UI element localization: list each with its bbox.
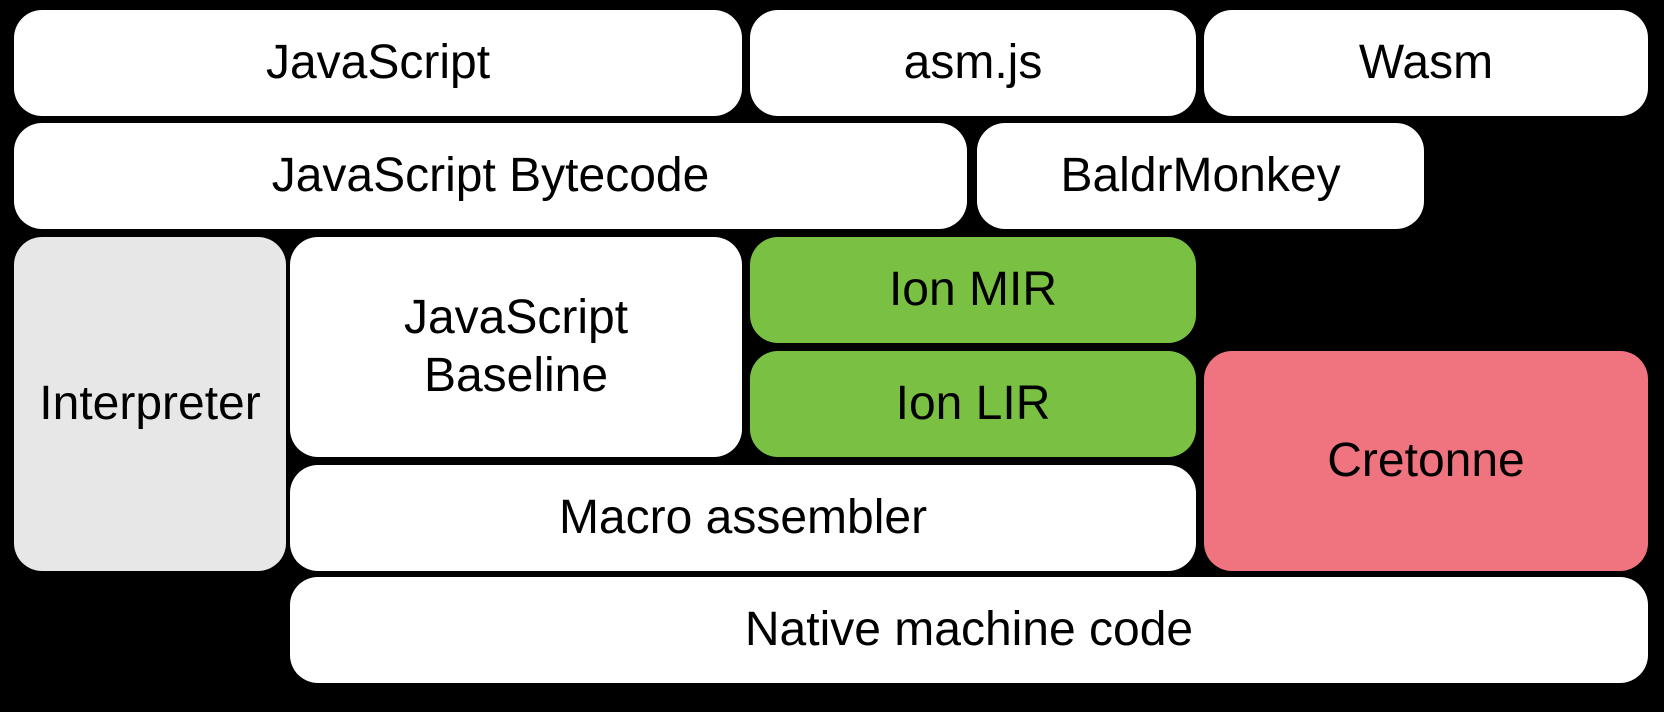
- node-macro-assembler: Macro assembler: [290, 465, 1196, 571]
- node-native-machine-code: Native machine code: [290, 577, 1648, 683]
- node-javascript-baseline: JavaScript Baseline: [290, 237, 742, 457]
- node-baldrmonkey: BaldrMonkey: [977, 123, 1424, 229]
- node-wasm: Wasm: [1204, 10, 1648, 116]
- node-interpreter: Interpreter: [14, 237, 286, 571]
- node-asmjs: asm.js: [750, 10, 1196, 116]
- node-ion-mir: Ion MIR: [750, 237, 1196, 343]
- node-javascript: JavaScript: [14, 10, 742, 116]
- node-javascript-bytecode: JavaScript Bytecode: [14, 123, 967, 229]
- node-ion-lir: Ion LIR: [750, 351, 1196, 457]
- node-cretonne: Cretonne: [1204, 351, 1648, 571]
